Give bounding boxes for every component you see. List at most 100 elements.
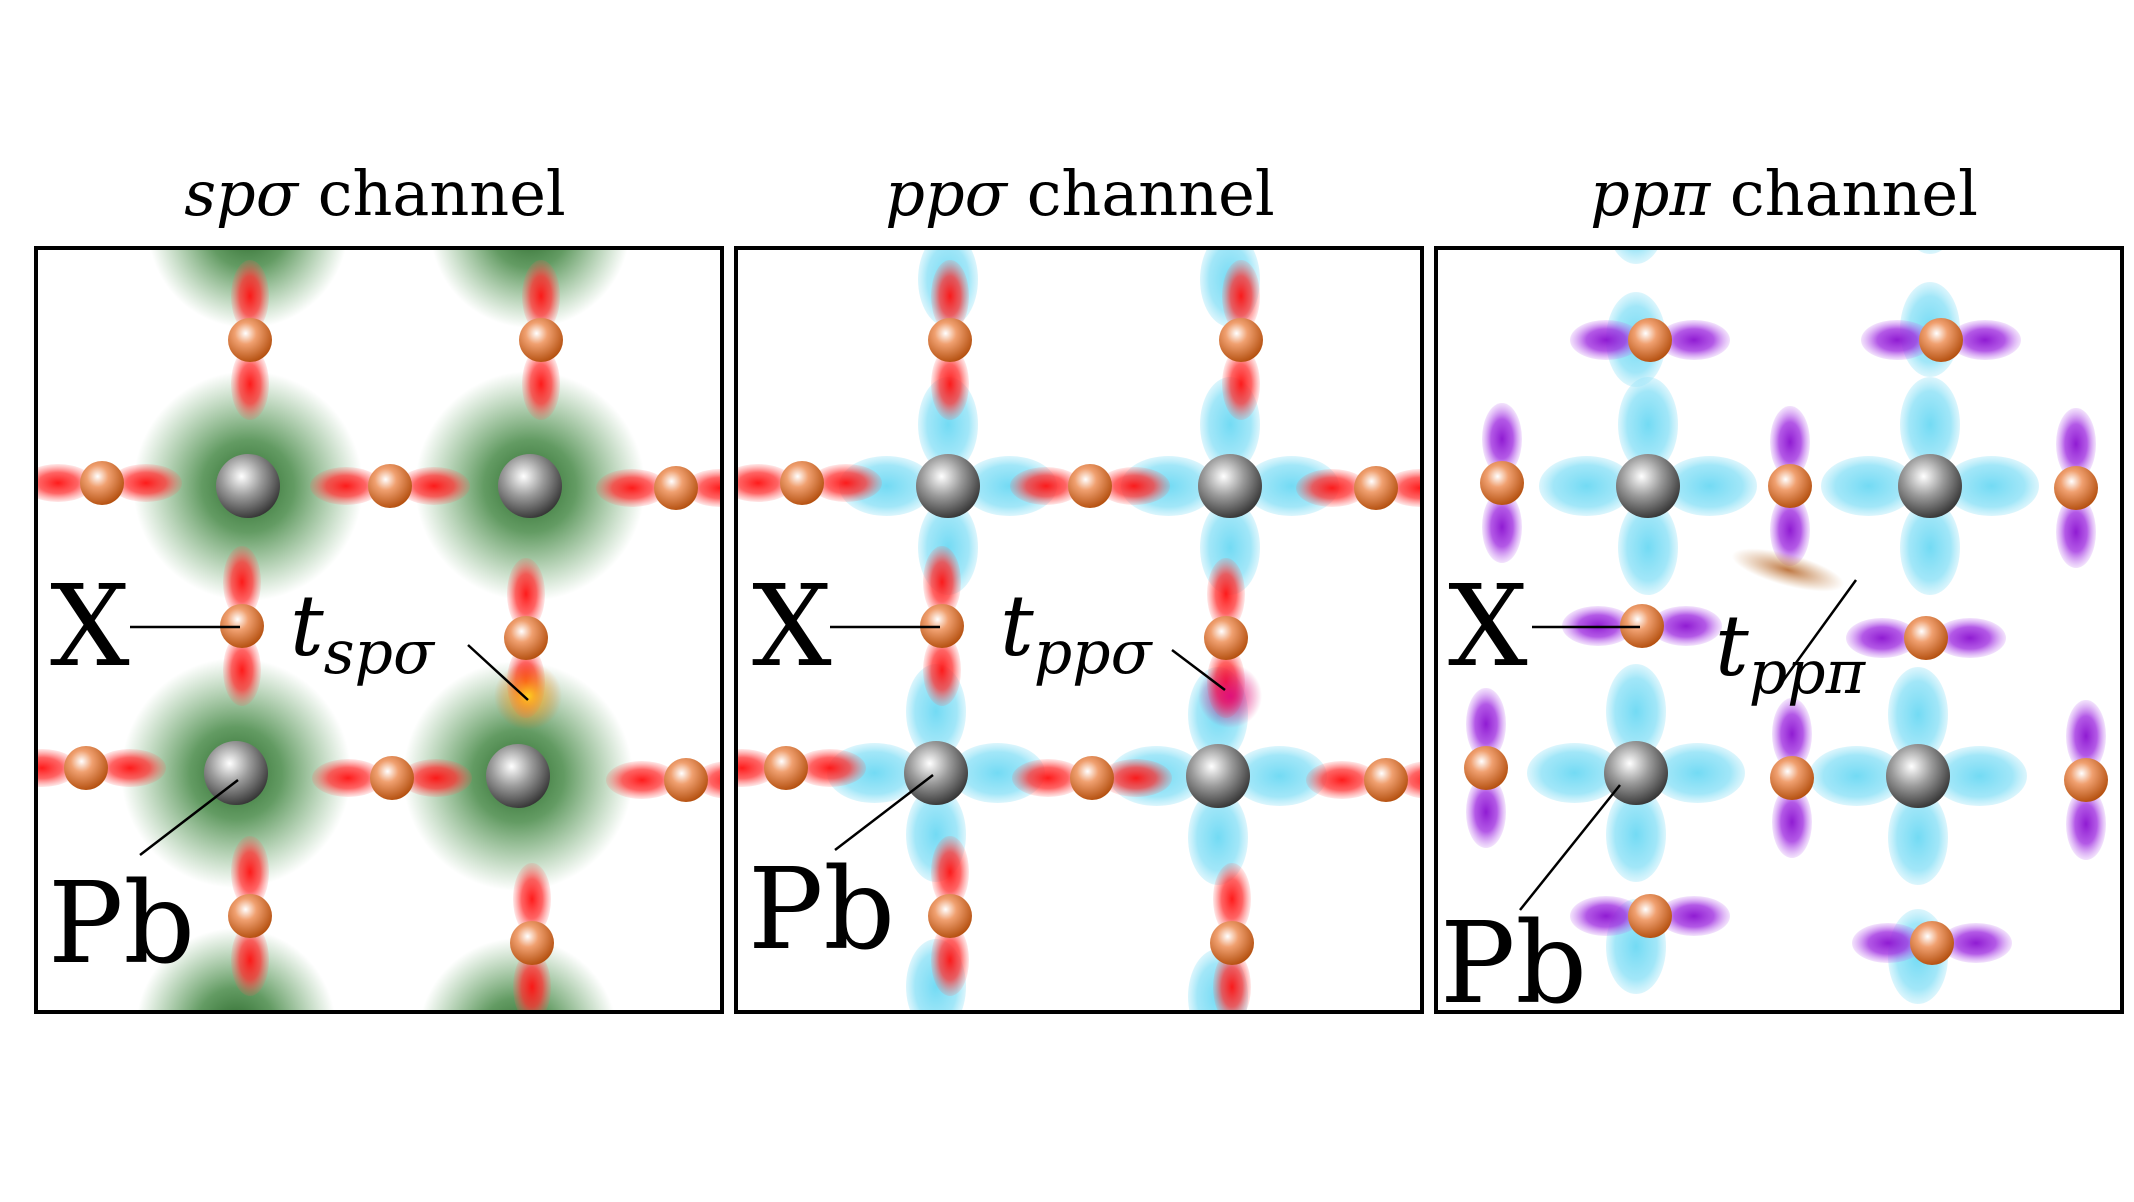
pb-atom	[486, 744, 550, 808]
p-sigma-lobe	[1213, 863, 1251, 935]
hopping-symbol: t	[1715, 597, 1749, 695]
x-atom-label: X	[1448, 562, 1528, 692]
pb-p-lobe	[1618, 500, 1678, 595]
p-pi-lobe	[1770, 406, 1810, 478]
x-atom	[228, 318, 272, 362]
p-sigma-lobe	[596, 469, 668, 507]
p-pi-lobe	[1570, 320, 1642, 360]
p-pi-lobe	[1772, 698, 1812, 770]
pb-atom	[904, 741, 968, 805]
p-sigma-lobe	[231, 924, 269, 996]
pb-atom-label: Pb	[748, 845, 895, 975]
p-sigma-lobe	[231, 348, 269, 420]
x-atom	[1919, 318, 1963, 362]
hopping-label-pp-sigma: tppσ	[1000, 577, 1154, 688]
p-sigma-lobe	[94, 749, 166, 787]
p-sigma-lobe	[231, 260, 269, 332]
pb-p-lobe	[1888, 790, 1948, 885]
x-atom	[1219, 318, 1263, 362]
p-sigma-lobe	[606, 761, 678, 799]
x-atom	[1770, 756, 1814, 800]
pb-atom	[1616, 454, 1680, 518]
p-sigma-lobe	[1100, 759, 1172, 797]
x-atom	[654, 466, 698, 510]
pb-p-lobe	[1606, 1022, 1666, 1117]
panel-frame-sp-sigma	[34, 246, 724, 1014]
pb-p-lobe	[1539, 456, 1634, 516]
p-pi-lobe	[1949, 320, 2021, 360]
p-sigma-lobe	[36, 464, 94, 502]
p-sigma-lobe	[1213, 951, 1251, 1012]
p-sigma-lobe	[522, 260, 560, 332]
panel-title-italic: ppπ	[1590, 157, 1711, 230]
labels-pp-pi: X Pb tppπ	[1440, 562, 1867, 1029]
x-atom	[220, 604, 264, 648]
x-atom	[664, 758, 708, 802]
p-sigma-lobe	[513, 951, 551, 1012]
p-sigma-lobe	[1222, 260, 1260, 332]
x-atom	[1904, 616, 1948, 660]
x-atom	[764, 746, 808, 790]
p-sigma-lobe	[1306, 761, 1378, 799]
p-sigma-lobe	[931, 924, 969, 996]
p-pi-lobe	[2066, 788, 2106, 860]
p-sigma-lobe	[931, 836, 969, 908]
p-pi-lobe	[2066, 700, 2106, 772]
p-pi-lobe	[1658, 320, 1730, 360]
pb-p-lobe	[1527, 743, 1622, 803]
panel-frame-pp-sigma	[734, 246, 1424, 1014]
x-atom	[2064, 758, 2108, 802]
p-pi-lobe	[1940, 923, 2012, 963]
hopping-overlap-sp-sigma	[494, 662, 562, 730]
p-pi-lobe	[1861, 320, 1933, 360]
x-atom	[928, 318, 972, 362]
labels-sp-sigma: X Pb tspσ	[48, 562, 529, 989]
p-sigma-lobe	[923, 634, 961, 706]
pb-atom	[916, 454, 980, 518]
panel-title-rest: channel	[1710, 157, 1978, 230]
p-sigma-lobe	[110, 464, 182, 502]
p-sigma-lobe	[312, 759, 384, 797]
pb-p-lobe	[1650, 743, 1745, 803]
x-atom	[1354, 466, 1398, 510]
x-atom	[510, 921, 554, 965]
x-atom	[920, 604, 964, 648]
x-atom	[1480, 461, 1524, 505]
p-sigma-lobe	[736, 464, 794, 502]
pb-p-lobe	[1606, 664, 1666, 759]
hopping-subscript: ppπ	[1749, 638, 1867, 708]
p-sigma-lobe	[507, 558, 545, 630]
pb-p-lobe	[1944, 456, 2039, 516]
p-sigma-lobe	[398, 467, 470, 505]
p-pi-lobe	[1658, 896, 1730, 936]
p-pi-lobe	[1852, 923, 1924, 963]
x-atom	[1364, 758, 1408, 802]
p-sigma-lobe	[231, 836, 269, 908]
panel-title-pp-pi: ppπ channel	[1590, 157, 1978, 230]
pb-p-lobe	[1821, 456, 1916, 516]
p-pi-lobe	[1934, 618, 2006, 658]
p-sigma-lobe	[310, 467, 382, 505]
hopping-symbol: t	[290, 577, 324, 675]
x-atom	[368, 464, 412, 508]
x-atom	[1210, 921, 1254, 965]
hopping-overlap-pp-sigma	[1198, 664, 1262, 728]
p-pi-lobe	[2056, 408, 2096, 480]
labels-pp-sigma: X Pb tppσ	[748, 562, 1226, 975]
pb-atom	[216, 454, 280, 518]
x-atom-label: X	[752, 562, 832, 692]
pb-p-lobe	[1618, 377, 1678, 472]
x-atom	[1628, 894, 1672, 938]
hopping-overlap-pp-pi	[1731, 548, 1845, 592]
p-sigma-lobe	[923, 546, 961, 618]
hopping-subscript: ppσ	[1034, 618, 1154, 688]
panel-title-sp-sigma: spσ channel	[184, 157, 566, 230]
panel-title-pp-sigma: ppσ channel	[885, 157, 1274, 230]
pb-p-lobe	[1188, 790, 1248, 885]
panel-title-rest: channel	[1007, 157, 1275, 230]
x-atom	[504, 616, 548, 660]
p-sigma-lobe	[1222, 348, 1260, 420]
hopping-label-sp-sigma: tspσ	[290, 577, 436, 688]
p-pi-lobe	[1846, 618, 1918, 658]
